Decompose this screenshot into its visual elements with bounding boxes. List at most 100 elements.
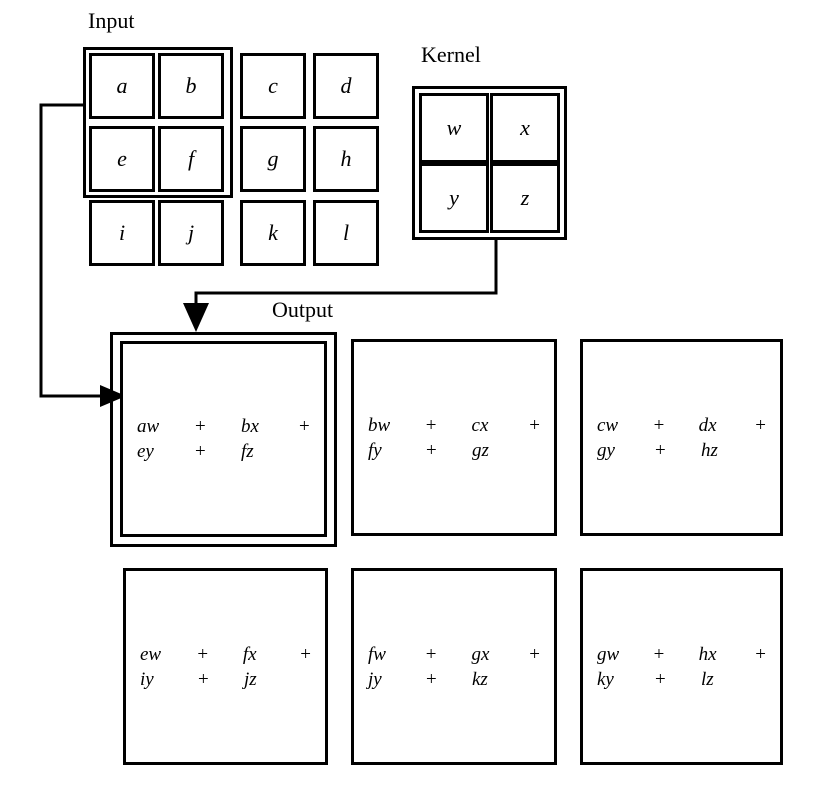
expr-line-2: fy + gz (368, 438, 540, 463)
term: fw (368, 643, 386, 665)
operator: + (653, 643, 665, 665)
input-label: Input (88, 8, 135, 33)
output-cell-0-2-expression: cw + dx + gy + hz (583, 413, 780, 463)
kernel-label: Kernel (421, 42, 481, 67)
operator: + (197, 643, 209, 665)
input-cell-g-label: g (267, 146, 279, 171)
term: aw (137, 416, 160, 437)
term: hx (698, 643, 717, 665)
kernel-cell-y-label: y (449, 185, 459, 210)
operator: + (529, 643, 541, 665)
expr-line-2: iy + jz (140, 667, 311, 692)
expr-line-1: ew + fx + (140, 642, 311, 667)
term: fy (368, 439, 382, 461)
operator: + (299, 416, 310, 437)
input-cell-j-label: j (187, 220, 195, 245)
input-cell-k[interactable]: k (240, 200, 306, 266)
output-cell-1-1-expression: fw + gx + jy + kz (354, 642, 554, 692)
output-cell-1-1[interactable]: fw + gx + jy + kz (351, 568, 557, 765)
operator: + (653, 414, 665, 436)
kernel-cell-w-label: w (446, 115, 462, 140)
operator: + (655, 439, 666, 461)
kernel-to-output-arrowhead (183, 303, 209, 332)
input-cell-c[interactable]: c (240, 53, 306, 119)
input-cell-d-label: d (340, 73, 352, 98)
operator: + (425, 643, 437, 665)
term: fx (242, 643, 257, 665)
term: gx (471, 643, 490, 665)
term: ew (140, 643, 162, 665)
output-cell-0-1[interactable]: bw + cx + fy + gz (351, 339, 557, 536)
expr-line-2: ey + fz (137, 439, 310, 464)
input-cell-l[interactable]: l (313, 200, 379, 266)
kernel-cell-y[interactable]: y (419, 163, 489, 233)
input-cell-a-label: a (116, 73, 128, 98)
term: jy (368, 668, 382, 690)
operator: + (195, 441, 206, 462)
term: bw (368, 414, 391, 436)
input-cell-e-label: e (117, 146, 127, 171)
term: cw (597, 414, 619, 436)
input-cell-j[interactable]: j (158, 200, 224, 266)
output-cell-0-0[interactable]: aw + bx + ey + fz (120, 341, 327, 537)
kernel-cell-z[interactable]: z (490, 163, 560, 233)
operator: + (655, 668, 666, 690)
expr-line-2: gy + hz (597, 438, 766, 463)
input-cell-l-label: l (342, 220, 350, 245)
output-cell-1-0-expression: ew + fx + iy + jz (126, 642, 325, 692)
expr-line-2: ky + lz (597, 667, 766, 692)
expr-line-1: bw + cx + (368, 413, 540, 438)
term: bx (241, 416, 259, 437)
input-cell-i[interactable]: i (89, 200, 155, 266)
expr-line-1: aw + bx + (137, 414, 310, 439)
input-cell-a[interactable]: a (89, 53, 155, 119)
expr-line-2: jy + kz (368, 667, 540, 692)
operator: + (426, 668, 437, 690)
term: iy (140, 668, 154, 690)
term: hz (701, 439, 718, 461)
kernel-cell-w[interactable]: w (419, 93, 489, 163)
output-cell-0-1-expression: bw + cx + fy + gz (354, 413, 554, 463)
term: dx (698, 414, 717, 436)
output-cell-0-0-expression: aw + bx + ey + fz (123, 414, 324, 464)
input-cell-h-label: h (340, 146, 352, 171)
kernel-cell-x[interactable]: x (490, 93, 560, 163)
term: jz (244, 668, 257, 690)
term: cx (471, 414, 489, 436)
term: gz (472, 439, 489, 461)
operator: + (198, 668, 209, 690)
output-highlight-frame (110, 332, 337, 547)
term: gy (597, 439, 615, 461)
input-cell-c-label: c (268, 73, 278, 98)
input-cell-b[interactable]: b (158, 53, 224, 119)
term: ey (137, 441, 154, 462)
input-cell-d[interactable]: d (313, 53, 379, 119)
operator: + (529, 414, 541, 436)
expr-line-1: cw + dx + (597, 413, 766, 438)
kernel-cell-x-label: x (520, 115, 530, 140)
expr-line-1: fw + gx + (368, 642, 540, 667)
output-cell-1-2-expression: gw + hx + ky + lz (583, 642, 780, 692)
expr-line-1: gw + hx + (597, 642, 766, 667)
operator: + (755, 414, 766, 436)
input-cell-g[interactable]: g (240, 126, 306, 192)
input-cell-f-label: f (187, 146, 195, 171)
output-cell-1-2[interactable]: gw + hx + ky + lz (580, 568, 783, 765)
term: kz (472, 668, 488, 690)
term: gw (597, 643, 620, 665)
output-cell-1-0[interactable]: ew + fx + iy + jz (123, 568, 328, 765)
output-label: Output (272, 297, 334, 322)
input-cell-f[interactable]: f (158, 126, 224, 192)
input-cell-e[interactable]: e (89, 126, 155, 192)
operator: + (195, 416, 206, 437)
operator: + (426, 439, 437, 461)
term: fz (241, 441, 254, 462)
input-cell-h[interactable]: h (313, 126, 379, 192)
output-cell-0-2[interactable]: cw + dx + gy + hz (580, 339, 783, 536)
input-cell-i-label: i (118, 220, 126, 245)
term: ky (597, 668, 614, 690)
operator: + (755, 643, 766, 665)
input-cell-k-label: k (268, 220, 278, 245)
input-cell-b-label: b (185, 73, 197, 98)
